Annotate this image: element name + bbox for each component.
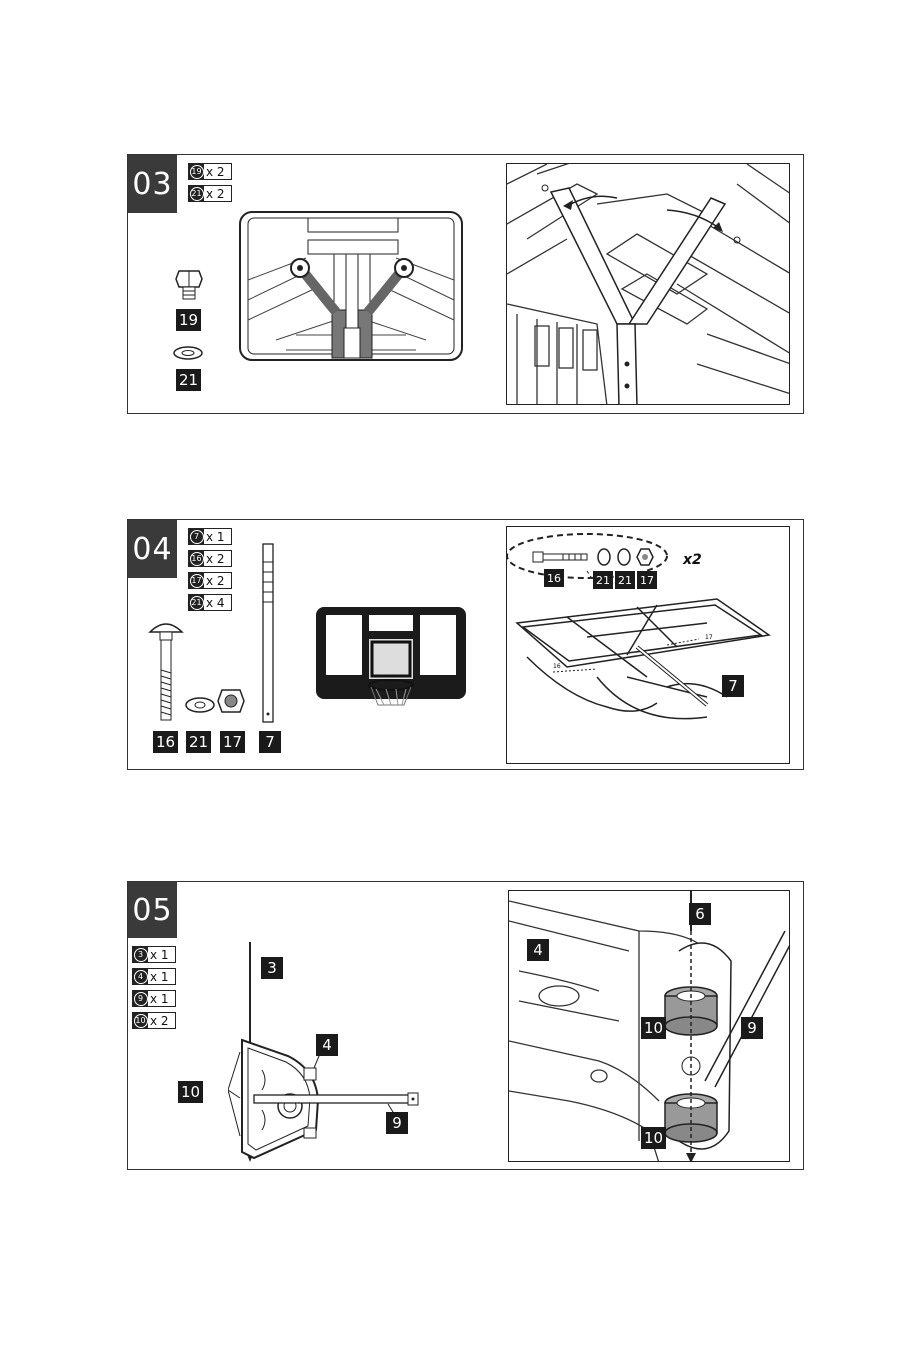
label-wheel-10-bottom: 10 — [641, 1127, 666, 1149]
label-axle-9: 9 — [386, 1112, 408, 1134]
step-05-detail-view: 6 4 10 9 10 — [508, 890, 790, 1162]
step-03-detail-view — [506, 163, 790, 405]
hardware-assembly-diagram: 16 17 — [507, 527, 790, 764]
label-base-4: 4 — [316, 1034, 338, 1056]
label-wheel-10: 10 — [178, 1081, 203, 1103]
label-axle-9: 9 — [741, 1017, 763, 1039]
part-label-17: 17 — [220, 731, 245, 753]
backboard-image — [314, 605, 469, 713]
small-label-16: 16 — [553, 663, 561, 670]
pole-label-7: 7 — [722, 675, 744, 697]
step-04-detail-view: 16 17 x2 16 21 21 17 7 — [506, 526, 790, 764]
step-number: 03 — [128, 155, 177, 213]
multiplier-label: x2 — [683, 552, 702, 568]
washer-icon — [184, 696, 216, 714]
part-label-21: 21 — [176, 369, 201, 391]
part-label-7: 7 — [259, 731, 281, 753]
bolt-icon — [174, 267, 204, 303]
part-label-21: 21 — [186, 731, 211, 753]
hw-label-17: 17 — [637, 571, 657, 589]
hw-label-16: 16 — [544, 569, 564, 587]
part-label-16: 16 — [153, 731, 178, 753]
label-pin-6: 6 — [689, 903, 711, 925]
part-label-19: 19 — [176, 309, 201, 331]
nut-icon — [216, 686, 246, 716]
small-label-17: 17 — [705, 634, 713, 641]
step-number: 04 — [128, 520, 177, 578]
hw-label-21: 21 — [615, 571, 635, 589]
washer-icon — [172, 345, 204, 361]
hw-label-21: 21 — [593, 571, 613, 589]
pole-icon — [260, 542, 276, 724]
label-pole-3: 3 — [261, 957, 283, 979]
carriage-bolt-icon — [146, 618, 186, 722]
label-base-4: 4 — [527, 939, 549, 961]
label-wheel-10-top: 10 — [641, 1017, 666, 1039]
bracket-closeup-diagram — [507, 164, 790, 405]
step-number: 05 — [128, 882, 177, 938]
backboard-bracket-diagram — [236, 210, 466, 365]
